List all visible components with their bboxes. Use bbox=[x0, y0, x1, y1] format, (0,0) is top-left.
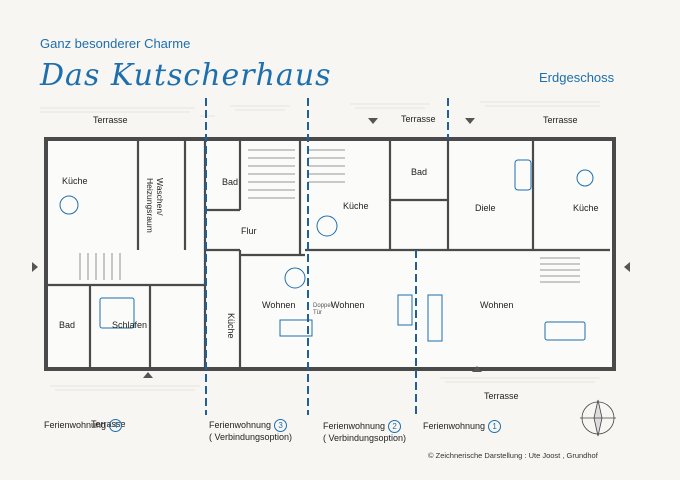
room-label-bad: Bad bbox=[59, 320, 76, 330]
room-label-waschen: Waschen/ Heizungsraum bbox=[145, 178, 165, 233]
room-label-wohnen: Wohnen bbox=[331, 300, 365, 310]
unit-name: Ferienwohnung bbox=[423, 421, 486, 431]
room-label-bad: Bad bbox=[411, 167, 428, 177]
unit-number: 1 bbox=[488, 420, 502, 433]
floor-label: Erdgeschoss bbox=[539, 70, 615, 85]
unit-name: Ferienwohnung bbox=[209, 420, 272, 430]
unit-note: ( Verbindungsoption) bbox=[209, 432, 293, 442]
room-label-schlafen: Schlafen bbox=[112, 320, 148, 330]
unit-name: Ferienwohnung bbox=[44, 420, 107, 430]
terrace-label: Terrasse bbox=[484, 391, 519, 401]
room-label-bad: Bad bbox=[222, 177, 239, 187]
room-label-doppel-tuer: Doppel Tür bbox=[313, 303, 333, 316]
unit-number: 3 bbox=[274, 419, 288, 432]
unit-number: 2 bbox=[388, 420, 402, 433]
room-label-wohnen: Wohnen bbox=[480, 300, 514, 310]
terrace-label: Terrasse bbox=[543, 115, 578, 125]
terrace-label: Terrasse bbox=[91, 419, 126, 429]
room-label-flur: Flur bbox=[241, 226, 257, 236]
room-label-kueche: Küche bbox=[573, 203, 599, 213]
unit-name: Ferienwohnung bbox=[323, 421, 386, 431]
room-label-diele: Diele bbox=[475, 203, 496, 213]
subtitle: Ganz besonderer Charme bbox=[40, 36, 191, 51]
unit-note: ( Verbindungsoption) bbox=[323, 433, 407, 443]
room-label-wohnen: Wohnen bbox=[262, 300, 296, 310]
room-label-kueche: Küche bbox=[343, 201, 369, 211]
room-label-kueche: Küche bbox=[62, 176, 88, 186]
terrace-label: Terrasse bbox=[93, 115, 128, 125]
page-title: Das Kutscherhaus bbox=[40, 58, 332, 93]
room-label-kueche: Küche bbox=[226, 313, 236, 339]
credit-text: © Zeichnerische Darstellung : Ute Joost … bbox=[428, 451, 598, 460]
unit-number: 4 bbox=[109, 419, 123, 432]
terrace-label: Terrasse bbox=[401, 114, 436, 124]
